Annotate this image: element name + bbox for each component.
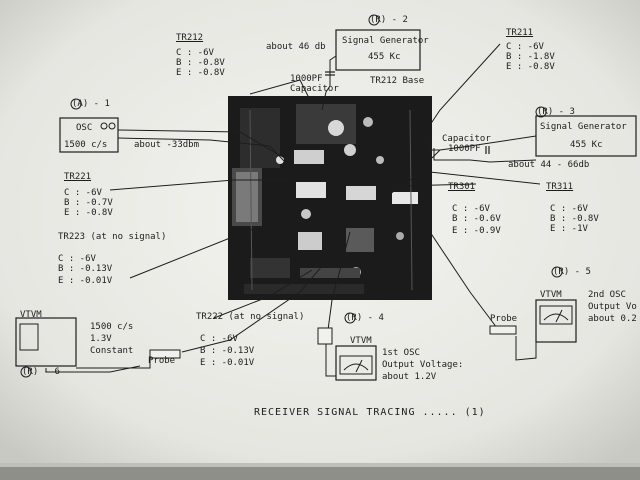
probe-right-label: Probe: [490, 314, 518, 324]
marker-circles: [20, 14, 563, 378]
capacitor-right-label: Capacitor: [442, 134, 491, 144]
vtvm-mid-meter-arc: [343, 363, 369, 371]
tr311-base: B : -0.8V: [550, 214, 599, 224]
marker-6: (R) - 6: [22, 367, 60, 377]
tr301-emitter: E : -0.9V: [452, 226, 501, 236]
osc-1-freq: 1500 c/s: [64, 140, 108, 150]
tr223-collector: C : -6V: [58, 254, 96, 264]
tr301-title: TR301: [448, 182, 476, 192]
marker-1: (A) - 1: [72, 99, 110, 109]
sig-gen-3-title: Signal Generator: [540, 122, 627, 132]
tr311-emitter: E : -1V: [550, 224, 588, 234]
marker-4: (R) - 4: [346, 313, 384, 323]
tr301-base: B : -0.6V: [452, 214, 501, 224]
capacitor-top-label: Capacitor: [290, 84, 339, 94]
tr222-title: TR222 (at no signal): [196, 312, 305, 322]
marker-2: (R) - 2: [370, 15, 408, 25]
osc-1-title: OSC: [76, 123, 93, 133]
vtvm-right-meter-arc: [543, 313, 569, 321]
tr311-collector: C : -6V: [550, 204, 588, 214]
capacitor-right-value: 1000PF: [448, 144, 481, 154]
vtvm-right-meter-face: [539, 305, 573, 325]
probe-left: [149, 349, 181, 359]
vtvm-mid-box: [335, 345, 377, 381]
sig-gen-3-freq: 455 Kc: [570, 140, 603, 150]
vtvm-mid-line1: 1st OSC: [382, 348, 420, 358]
tr223-title: TR223 (at no signal): [58, 232, 167, 242]
vtvm-right-title: VTVM: [540, 290, 562, 300]
vtvm-right-box: [535, 299, 577, 343]
probe-right: [489, 325, 517, 335]
tr223-emitter: E : -0.01V: [58, 276, 113, 286]
vtvm-mid-title: VTVM: [350, 336, 372, 346]
vtvm-left-meter-face: [19, 323, 39, 351]
tr212-title: TR212: [176, 33, 204, 43]
capacitor-symbols: [325, 71, 490, 154]
tr222-emitter: E : -0.01V: [200, 358, 255, 368]
tr212-emitter: E : -0.8V: [176, 68, 225, 78]
sig-gen-2-level: about 46 db: [266, 42, 326, 52]
tr211-base: B : -1.8V: [506, 52, 555, 62]
sig-gen-2-title: Signal Generator: [342, 36, 429, 46]
vtvm-mid-line2: Output Voltage:: [382, 360, 464, 370]
probe-mid: [317, 327, 333, 345]
tr301-collector: C : -6V: [452, 204, 490, 214]
vtvm-left-freq: 1500 c/s: [90, 322, 134, 332]
tr222-base: B : -0.13V: [200, 346, 255, 356]
vtvm-mid-meter-face: [339, 355, 373, 375]
vtvm-left-voltage: 1.3V: [90, 334, 112, 344]
tr223-base: B : -0.13V: [58, 264, 113, 274]
tr211-emitter: E : -0.8V: [506, 62, 555, 72]
osc-knob-2: [108, 122, 116, 130]
marker-3: (R) - 3: [537, 107, 575, 117]
vtvm-left-box: [15, 317, 77, 367]
tr221-collector: C : -6V: [64, 188, 102, 198]
probes: [149, 325, 517, 359]
vtvm-mid-line3: about 1.2V: [382, 372, 437, 382]
tr221-title: TR221: [64, 172, 92, 182]
chassis-photo: [228, 96, 432, 300]
sig-gen-2-freq: 455 Kc: [368, 52, 401, 62]
tr211-title: TR211: [506, 28, 534, 38]
vtvm-right-line3: about 0.2: [588, 314, 637, 324]
capacitor-top-value: 1000PF: [290, 74, 323, 84]
tr221-base: B : -0.7V: [64, 198, 113, 208]
tr212-base-label: TR212 Base: [370, 76, 425, 86]
signal-generator-2-box: [335, 29, 421, 71]
figure-caption: RECEIVER SIGNAL TRACING ..... (1): [254, 407, 486, 418]
probe-left-label: Probe: [148, 356, 176, 366]
marker-5: (R) - 5: [553, 267, 591, 277]
vtvm-right-line1: 2nd OSC: [588, 290, 626, 300]
wiring: [45, 43, 541, 377]
tr221-emitter: E : -0.8V: [64, 208, 113, 218]
vtvm-right-line2: Output Vo: [588, 302, 637, 312]
tr222-collector: C : -6V: [200, 334, 238, 344]
tr211-collector: C : -6V: [506, 42, 544, 52]
tr212-collector: C : -6V: [176, 48, 214, 58]
osc-knob-1: [100, 122, 108, 130]
osc-1-box: [59, 117, 119, 153]
osc-1-level: about -33dbm: [134, 140, 200, 150]
vtvm-left-title: VTVM: [20, 310, 42, 320]
tr212-base: B : -0.8V: [176, 58, 225, 68]
tr311-title: TR311: [546, 182, 574, 192]
vtvm-left-mode: Constant: [90, 346, 134, 356]
sig-gen-3-level: about 44 - 66db: [508, 160, 590, 170]
